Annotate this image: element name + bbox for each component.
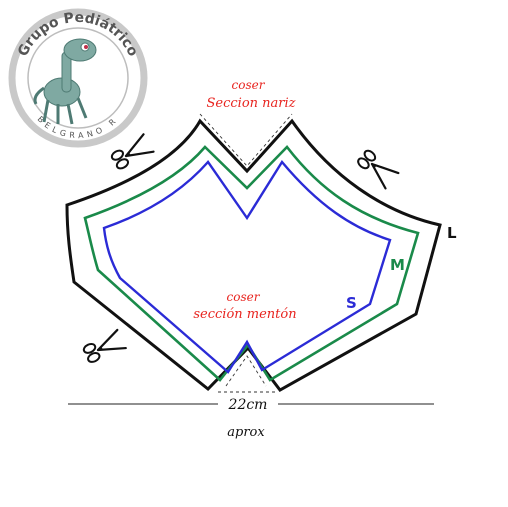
logo-ring bbox=[8, 8, 148, 148]
chin-label-line1: coser bbox=[227, 290, 261, 304]
logo: Grupo Pediátrico BELGRANO R bbox=[8, 8, 148, 148]
scissors-icon bbox=[80, 328, 127, 366]
mask-outline-small bbox=[102, 159, 392, 374]
nose-label-line2: Seccion nariz bbox=[207, 96, 296, 111]
size-label-medium: M bbox=[390, 256, 405, 274]
measurement-note: aprox bbox=[227, 425, 265, 440]
chin-label-line2: sección mentón bbox=[193, 307, 296, 322]
seam-lines bbox=[199, 113, 293, 393]
size-label-small: S bbox=[346, 294, 357, 312]
size-label-large: L bbox=[447, 224, 457, 242]
scissors-icon bbox=[108, 133, 155, 173]
mask-outline-medium bbox=[83, 145, 420, 382]
measurement-value: 22cm bbox=[228, 397, 268, 413]
mask-outline-large bbox=[65, 118, 442, 392]
nose-label-line1: coser bbox=[232, 78, 266, 92]
scissors-icon bbox=[354, 146, 400, 190]
mascot-icon bbox=[33, 38, 97, 125]
